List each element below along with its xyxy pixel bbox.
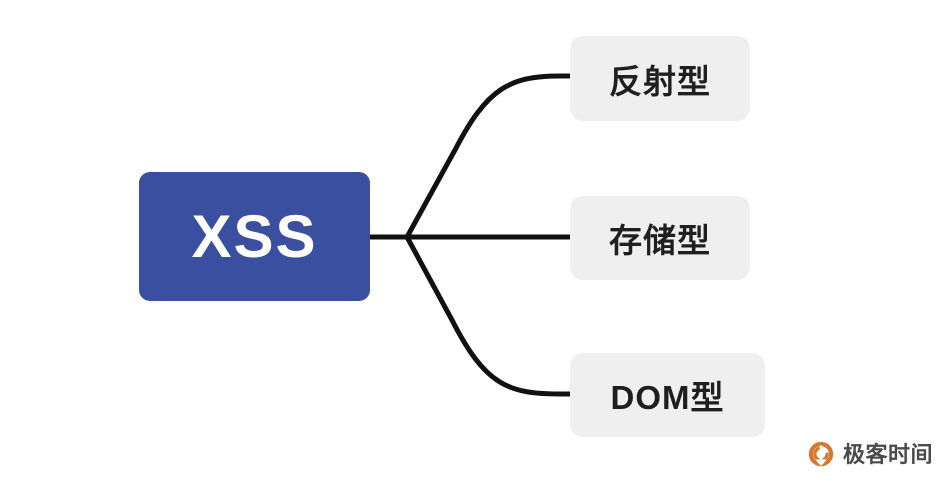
- mindmap-root-node[interactable]: XSS: [139, 172, 370, 301]
- mindmap-branch-node-stored[interactable]: 存储型: [570, 196, 750, 280]
- edge-to-branch-1: [404, 73, 573, 240]
- mindmap-branch-node-dom[interactable]: DOM型: [570, 353, 765, 437]
- edge-to-branch-3: [404, 234, 573, 397]
- mindmap-branch-label: 存储型: [609, 222, 711, 259]
- geektime-logo-icon: [808, 441, 834, 467]
- watermark-logo: 极客时间: [806, 440, 933, 470]
- mindmap-branch-label: 反射型: [609, 62, 711, 100]
- mindmap-root-label: XSS: [191, 203, 318, 270]
- mindmap-branch-label: DOM型: [610, 379, 725, 416]
- mindmap-branch-node-reflected[interactable]: 反射型: [570, 36, 750, 121]
- watermark-brand-text: 极客时间: [843, 442, 934, 467]
